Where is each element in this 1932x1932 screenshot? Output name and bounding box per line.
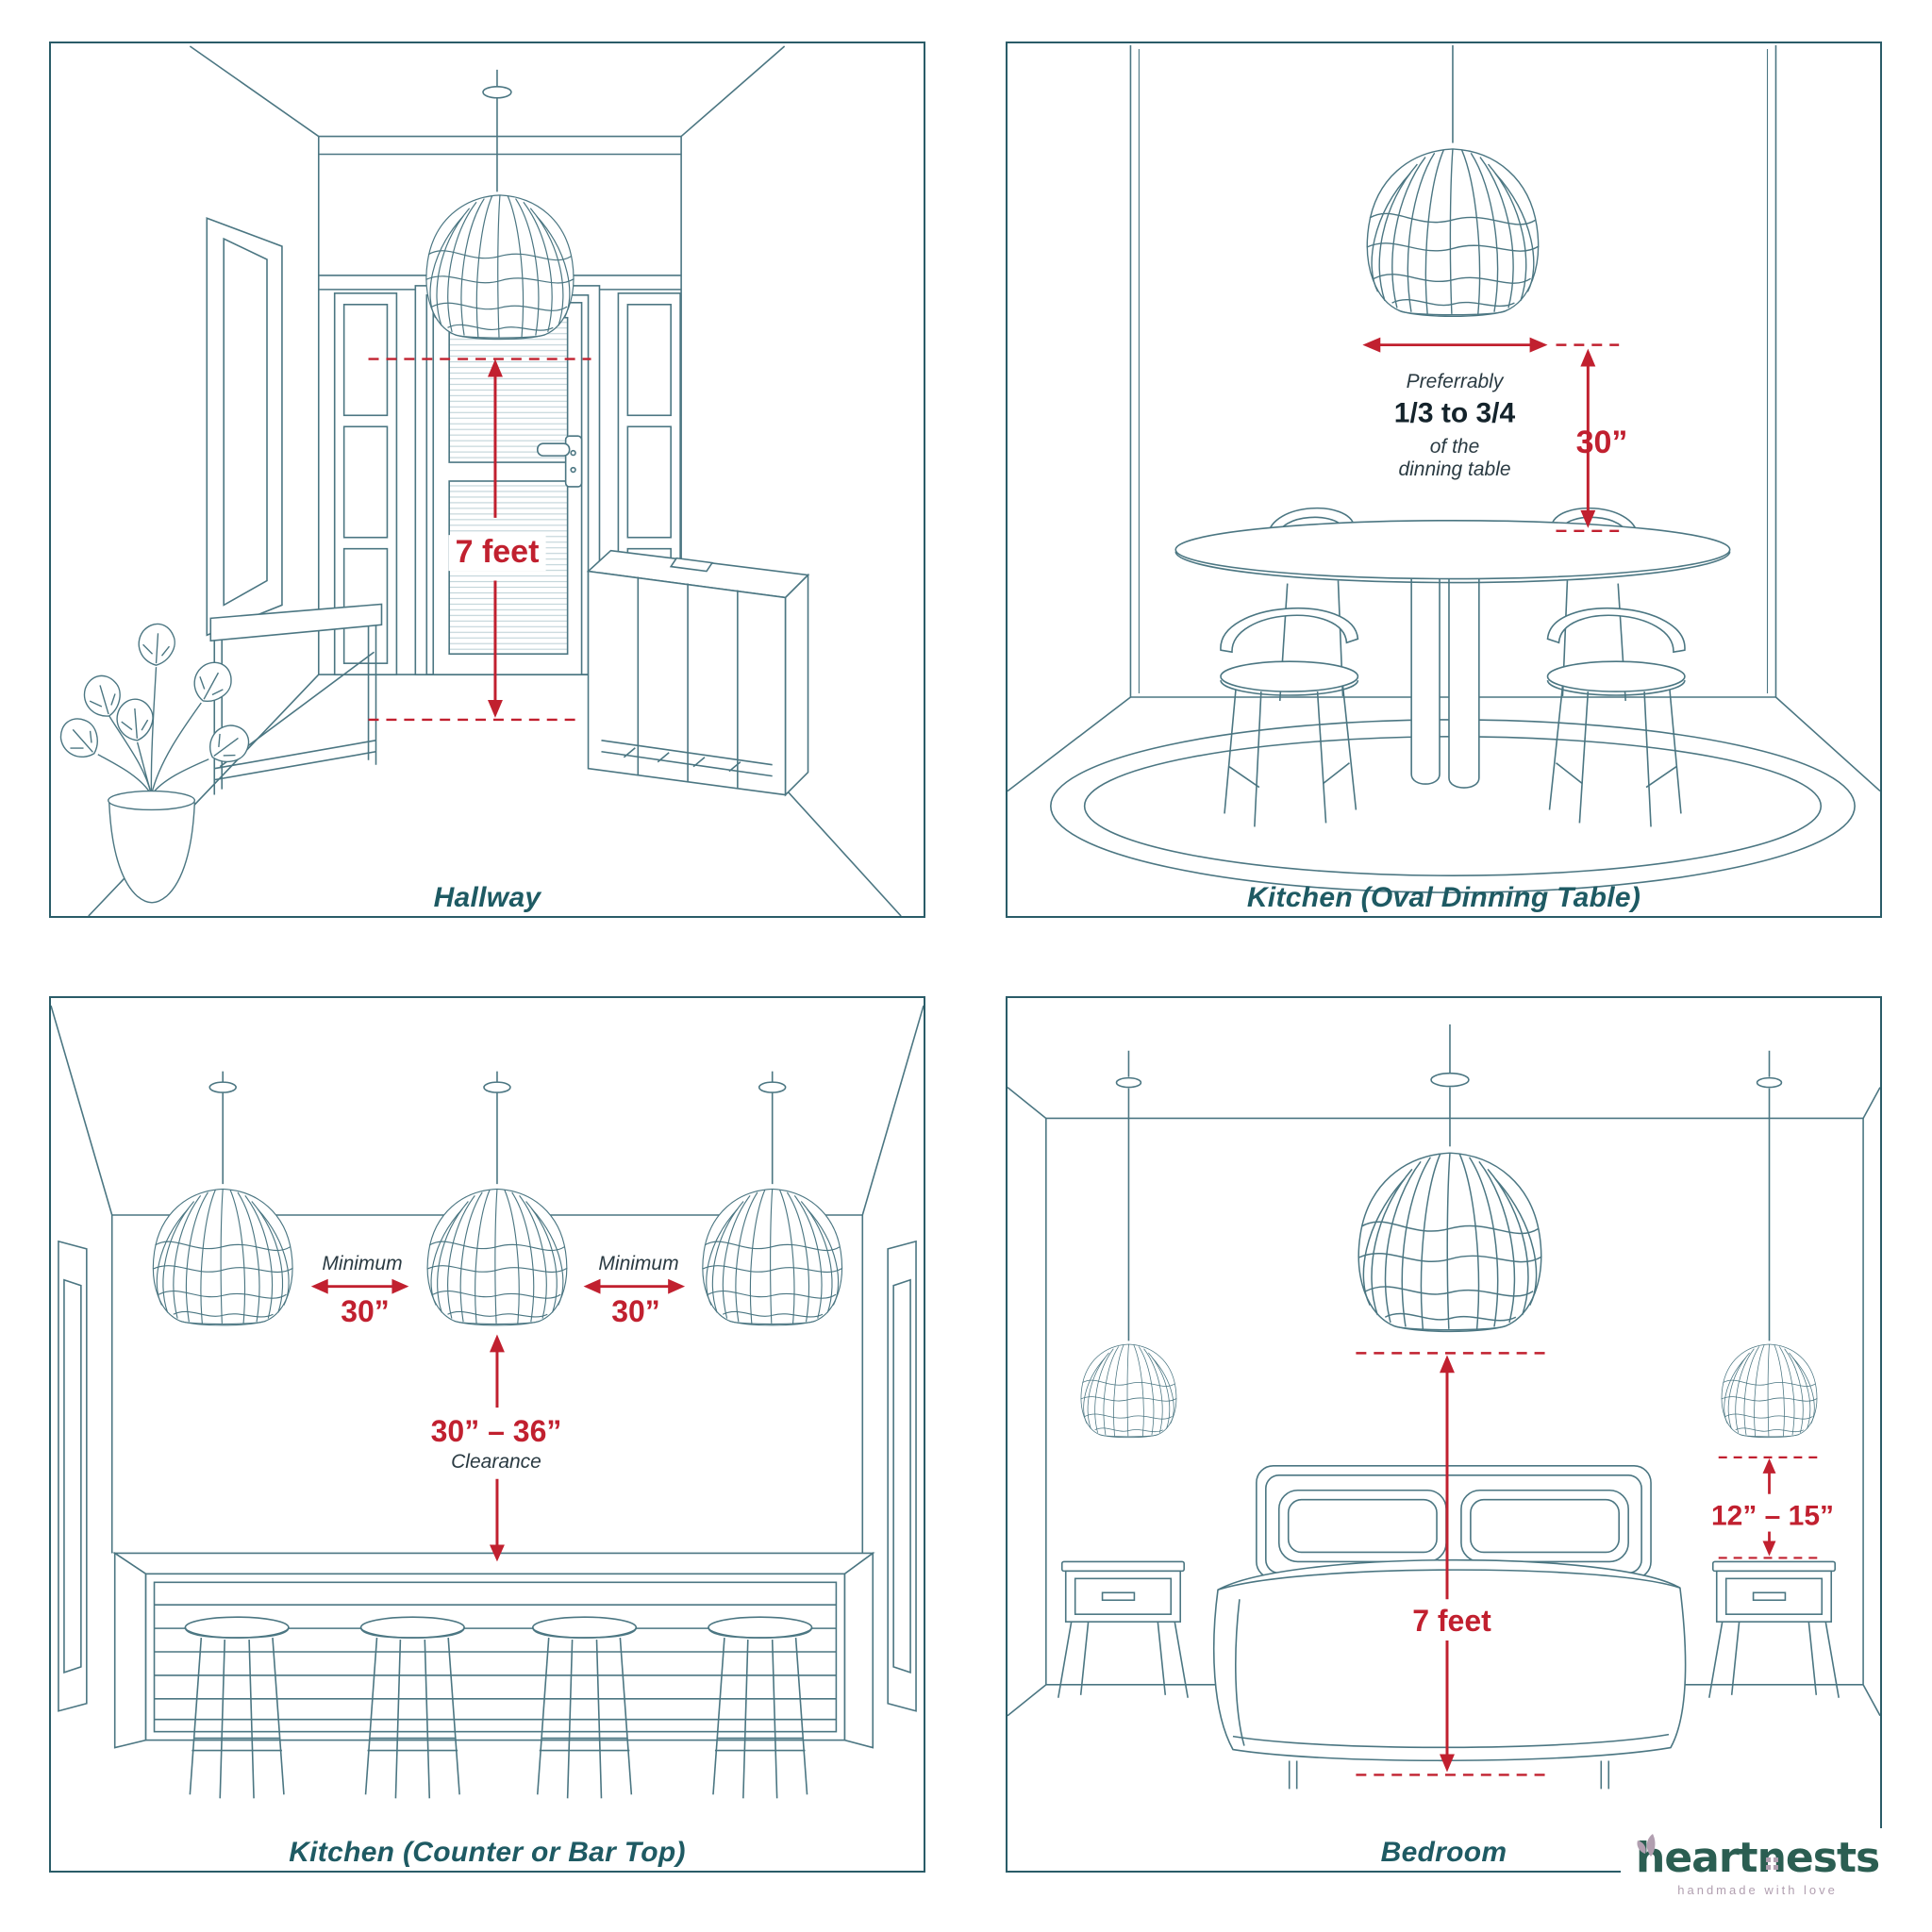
wall-frame <box>206 217 283 637</box>
door-handle <box>536 435 583 488</box>
table-pedestal <box>1410 578 1480 789</box>
kitchen-oval-illustration <box>1008 44 1880 893</box>
bar-stools <box>184 1616 813 1799</box>
panel-bedroom: 7 feet 12” – 15” Bedroom <box>1006 996 1882 1873</box>
potted-plant <box>59 623 250 904</box>
pendant-lamps <box>208 1071 787 1185</box>
caption-kitchen-counter: Kitchen (Counter or Bar Top) <box>289 1837 686 1868</box>
nightstand-left <box>1057 1560 1189 1698</box>
height-annotation <box>368 358 591 722</box>
spacing-annotations <box>310 1278 686 1562</box>
panel-hallway: 7 feet Hallway <box>49 42 925 918</box>
hallway-height-label: 7 feet <box>448 535 546 571</box>
clearance-value: 30” – 36” <box>430 1414 562 1449</box>
panel-kitchen-counter: Minimum 30” Minimum 30” 30” – 36” Cleara… <box>49 996 925 1873</box>
window-icon <box>1765 1857 1778 1870</box>
bed <box>1212 1465 1687 1790</box>
oval-table <box>1174 520 1731 584</box>
dimension-annotations <box>1362 337 1620 532</box>
spacing-value-right: 30” <box>611 1294 660 1329</box>
note-preferrably: Preferrably <box>1406 370 1504 392</box>
front-chair-left <box>1220 607 1359 827</box>
drop-height-label: 30” <box>1575 425 1628 461</box>
nightstand-right <box>1707 1560 1840 1698</box>
note-of-the: of the <box>1429 435 1480 458</box>
clearance-label: Clearance <box>451 1450 541 1473</box>
height-annotations <box>1356 1352 1821 1776</box>
pendant-lamp <box>482 69 512 192</box>
caption-kitchen-oval: Kitchen (Oval Dinning Table) <box>1246 882 1641 913</box>
bar-counter <box>112 1551 875 1749</box>
side-drop-label: 12” – 15” <box>1710 1500 1835 1532</box>
caption-bedroom: Bedroom <box>1380 1837 1507 1868</box>
pendant-lamps <box>1115 1024 1783 1341</box>
leaf-icon <box>1636 1824 1664 1866</box>
panel-kitchen-oval: Preferrably 1/3 to 3/4 of the dinning ta… <box>1006 42 1882 918</box>
kitchen-counter-illustration <box>51 1005 924 1799</box>
bedroom-illustration <box>1008 1024 1880 1790</box>
front-door <box>414 285 601 675</box>
logo-tagline: handmade with love <box>1677 1883 1838 1897</box>
note-dinning-table: dinning table <box>1398 458 1511 480</box>
console-table <box>586 549 810 797</box>
caption-hallway: Hallway <box>433 882 541 913</box>
logo-part1: heart <box>1636 1834 1758 1882</box>
bedroom-height-label: 7 feet <box>1406 1605 1498 1639</box>
note-fraction: 1/3 to 3/4 <box>1393 397 1516 429</box>
spacing-value-left: 30” <box>341 1294 390 1329</box>
minimum-label-right: Minimum <box>598 1252 679 1274</box>
hallway-illustration <box>59 45 902 916</box>
front-chair-right <box>1546 607 1686 827</box>
minimum-label-left: Minimum <box>322 1252 403 1274</box>
